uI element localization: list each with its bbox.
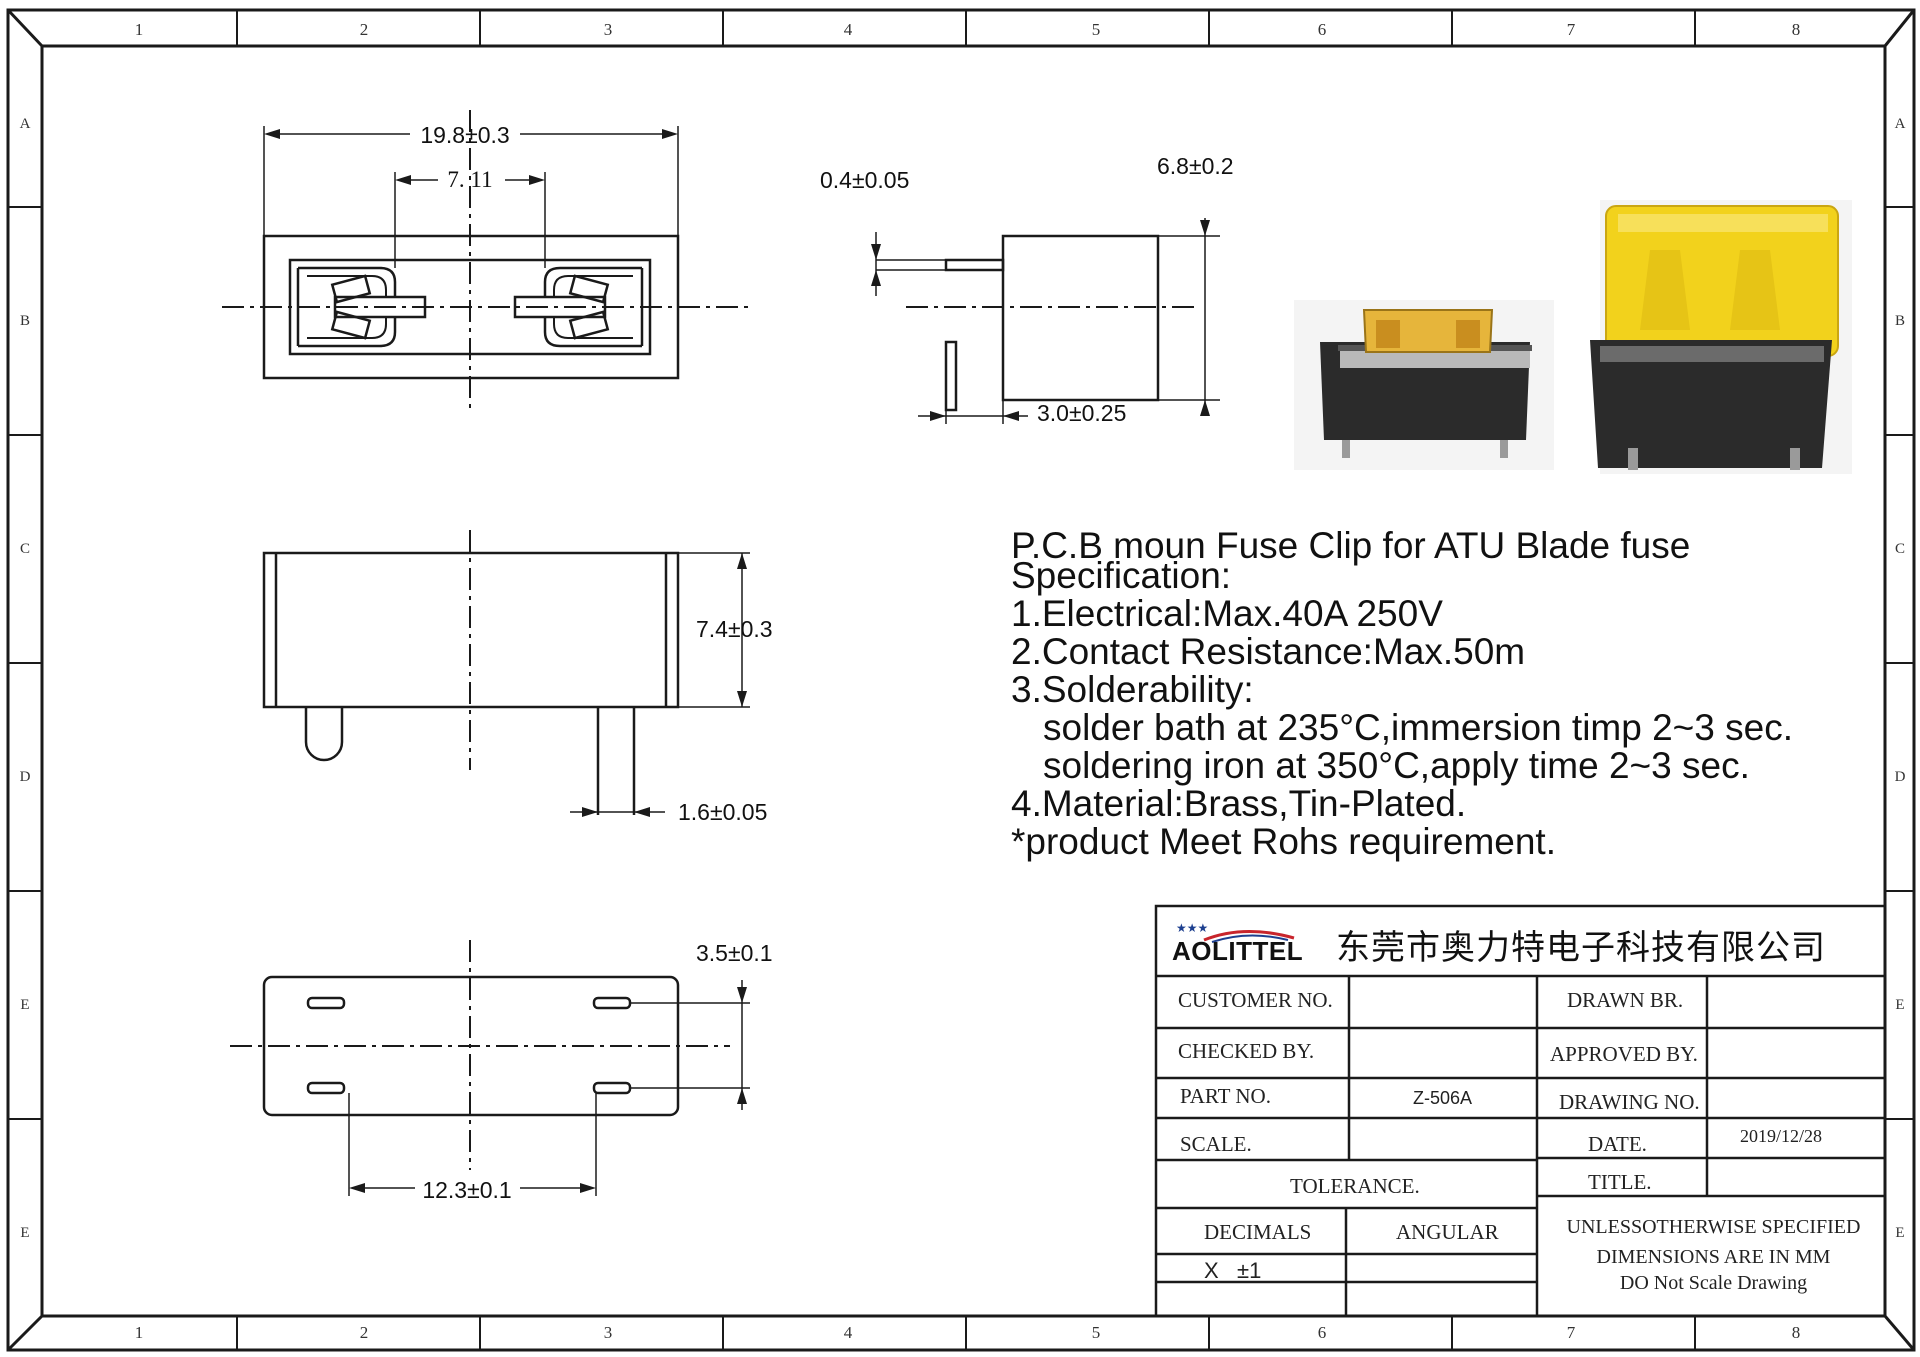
row-letter: C (20, 541, 30, 557)
spec-line-solder-bath: solder bath at 235°C,immersion timp 2~3 … (1043, 707, 1794, 748)
note-do-not-scale: DO Not Scale Drawing (1619, 1272, 1808, 1294)
row-letter: E (1895, 1225, 1904, 1241)
part-no-label: PART NO. (1180, 1084, 1271, 1108)
spec-line-electrical: 1.Electrical:Max.40A 250V (1011, 593, 1443, 634)
spec-title: P.C.B moun Fuse Clip for ATU Blade fuse (1011, 525, 1691, 566)
checked-by-label: CHECKED BY. (1178, 1039, 1315, 1063)
spec-line-solder-iron: soldering iron at 350°C,apply time 2~3 s… (1043, 745, 1750, 786)
col-number: 8 (1792, 1323, 1801, 1342)
row-letter: A (1895, 116, 1906, 132)
dim-front-pin: 1.6±0.05 (678, 799, 767, 825)
row-letter: E (1895, 997, 1904, 1013)
title-block: ★★★ AOLITTEL 东莞市奥力特电子科技有限公司 CUSTOMER NO.… (1156, 906, 1886, 1312)
tolerance-label: TOLERANCE. (1290, 1174, 1420, 1198)
title-label: TITLE. (1588, 1170, 1652, 1194)
bottom-view (230, 940, 750, 1196)
col-number: 8 (1792, 20, 1801, 39)
product-photo-small (1294, 300, 1554, 470)
dim-side-pin: 0.4±0.05 (820, 167, 909, 193)
col-number: 6 (1318, 20, 1327, 39)
inner-frame (40, 44, 1887, 1318)
top-view (222, 110, 750, 410)
row-letter: C (1895, 541, 1905, 557)
row-letter: B (20, 313, 30, 329)
spec-line-material: 4.Material:Brass,Tin-Plated. (1011, 783, 1467, 824)
col-number: 5 (1092, 20, 1101, 39)
col-number: 1 (135, 1323, 144, 1342)
specification-text: P.C.B moun Fuse Clip for ATU Blade fuse … (1011, 527, 1891, 861)
outer-frame (6, 8, 1916, 1352)
col-number: 3 (604, 1323, 613, 1342)
spec-line-solderability: 3.Solderability: (1011, 669, 1254, 710)
dim-front-height: 7.4±0.3 (696, 616, 773, 642)
note-unless-specified: UNLESSOTHERWISE SPECIFIED (1566, 1216, 1861, 1238)
decimals-value: X ±1 (1204, 1258, 1262, 1283)
row-letter: D (20, 769, 31, 785)
dim-side-height: 6.8±0.2 (1157, 153, 1234, 179)
arrowheads-side (871, 220, 1210, 421)
spec-heading: Specification: (1011, 555, 1232, 596)
date-value: 2019/12/28 (1740, 1126, 1823, 1146)
date-label: DATE. (1588, 1132, 1647, 1156)
col-number: 7 (1567, 1323, 1576, 1342)
arrowheads-top (264, 129, 678, 185)
column-numbers: 1 2 3 4 5 6 7 8 1 2 3 4 5 6 7 8 (135, 20, 1801, 1342)
col-number: 7 (1567, 20, 1576, 39)
logo-swoosh-icon: ★★★ (1176, 921, 1295, 943)
company-logo: ★★★ AOLITTEL (1164, 918, 1314, 968)
angular-label: ANGULAR (1396, 1220, 1499, 1244)
scale-label: SCALE. (1180, 1132, 1252, 1156)
product-photo-large (1590, 200, 1852, 474)
zone-dividers (8, 10, 1914, 1350)
col-number: 3 (604, 20, 613, 39)
spec-line-resistance: 2.Contact Resistance:Max.50m (1011, 631, 1526, 672)
col-number: 2 (360, 1323, 369, 1342)
drawing-no-label: DRAWING NO. (1559, 1090, 1700, 1114)
row-letter: A (20, 116, 31, 132)
col-number: 2 (360, 20, 369, 39)
spec-line-rohs: *product Meet Rohs requirement. (1011, 821, 1556, 862)
front-view (262, 530, 750, 815)
side-view (875, 218, 1220, 424)
note-dimensions-mm: DIMENSIONS ARE IN MM (1596, 1246, 1831, 1268)
drawn-by-label: DRAWN BR. (1567, 988, 1684, 1012)
row-letter: B (1895, 313, 1905, 329)
col-number: 1 (135, 20, 144, 39)
part-no-value: Z-506A (1413, 1088, 1473, 1108)
col-number: 6 (1318, 1323, 1327, 1342)
col-number: 4 (844, 1323, 853, 1342)
title-block-grid (1154, 904, 1887, 1318)
dim-top-inner: 7. 11 (447, 167, 492, 192)
row-letter: E (20, 997, 29, 1013)
col-number: 5 (1092, 1323, 1101, 1342)
company-name: 东莞市奥力特电子科技有限公司 (1336, 929, 1826, 967)
col-number: 4 (844, 20, 853, 39)
dim-top-width: 19.8±0.3 (420, 122, 509, 148)
row-letter: D (1895, 769, 1906, 785)
dim-bottom-pitch: 12.3±0.1 (422, 1177, 511, 1203)
row-letters: A B C D E E A B C D E E (20, 116, 1906, 1241)
arrowheads-bottom (349, 987, 747, 1193)
customer-no-label: CUSTOMER NO. (1178, 988, 1333, 1012)
corner-lines (6, 8, 1916, 1352)
svg-text:★★★: ★★★ (1176, 921, 1208, 935)
decimals-label: DECIMALS (1204, 1220, 1312, 1244)
arrowheads-front (582, 553, 747, 817)
dim-side-pin-offset: 3.0±0.25 (1037, 400, 1126, 426)
logo-text: AOLITTEL (1172, 936, 1304, 966)
approved-by-label: APPROVED BY. (1550, 1042, 1698, 1066)
row-letter: E (20, 1225, 29, 1241)
dim-bottom-height: 3.5±0.1 (696, 940, 773, 966)
